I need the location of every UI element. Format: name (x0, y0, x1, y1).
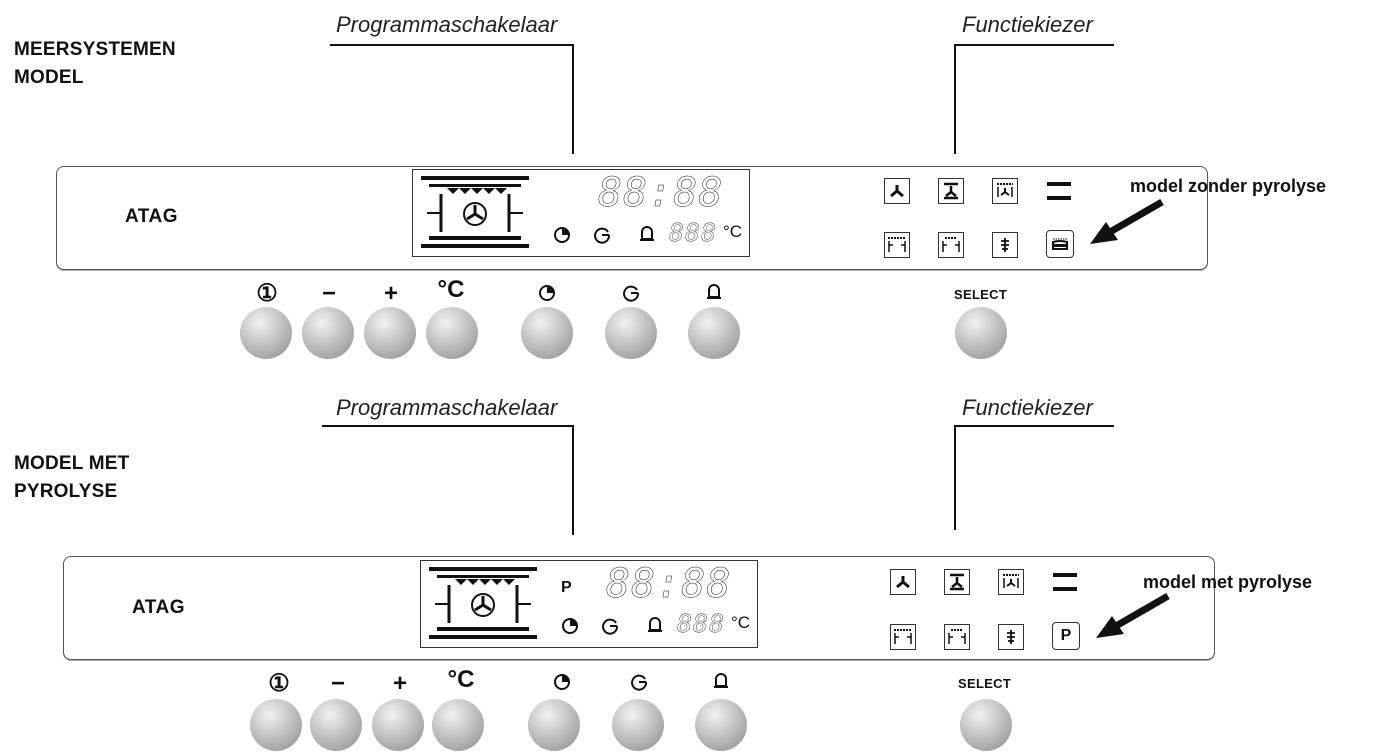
arrow-icon (1096, 592, 1170, 638)
top-heat-icon[interactable] (944, 624, 970, 650)
defrost-icon[interactable] (998, 624, 1024, 650)
grill-icon[interactable] (890, 624, 916, 650)
oven-cavity-icon (421, 176, 529, 248)
lcd-display: 88:88 888 °C (412, 169, 750, 257)
select-button[interactable] (955, 307, 1007, 359)
model-label-line2: MODEL (14, 67, 84, 88)
pyrolyse-p-label: P (1060, 627, 1072, 644)
leader-line-h (322, 425, 574, 427)
timer-icon (554, 227, 570, 243)
leader-line-v (954, 425, 956, 530)
temperature-display: 888 (677, 609, 726, 638)
temperature-unit: °C (731, 613, 751, 632)
temperature-button[interactable] (432, 699, 484, 751)
fan-icon[interactable] (890, 569, 916, 595)
bell-icon (714, 673, 728, 688)
model-label-line1: MODEL MET (14, 453, 130, 474)
power-button[interactable] (250, 699, 302, 751)
top-bottom-heat-icon[interactable] (1052, 569, 1078, 595)
timer-icon (554, 674, 570, 690)
note-with-pyrolyse: model met pyrolyse (1143, 572, 1313, 592)
timer-icon (539, 285, 555, 301)
temperature-display: 888 (669, 218, 718, 247)
function-selector-label: Functiekiezer (962, 12, 1093, 37)
top-heat-icon[interactable] (938, 232, 964, 258)
end-time-icon (623, 285, 640, 302)
plus-symbol: + (392, 670, 407, 697)
power-button[interactable] (240, 307, 292, 359)
plus-button[interactable] (372, 699, 424, 751)
end-time-button[interactable] (612, 699, 664, 751)
leader-line-v (954, 44, 956, 154)
pyrolyse-p-icon[interactable]: P (1052, 622, 1080, 650)
bell-icon (648, 617, 662, 632)
power-symbol: ① (256, 280, 278, 307)
cooking-time-button[interactable] (521, 307, 573, 359)
minus-button[interactable] (302, 307, 354, 359)
grill-fan-icon[interactable] (992, 178, 1018, 204)
defrost-icon[interactable] (992, 232, 1018, 258)
temperature-unit: °C (723, 222, 743, 241)
leader-line-h (954, 44, 1114, 46)
bottom-fan-icon[interactable] (938, 178, 964, 204)
leader-line-h (954, 425, 1114, 427)
power-symbol: ① (268, 670, 290, 697)
celsius-symbol: °C (447, 666, 475, 693)
oven-cavity-icon (429, 567, 537, 639)
select-button[interactable] (960, 699, 1012, 751)
lcd-display: P 88:88 888 °C (420, 560, 758, 648)
model-label-line2: PYROLYSE (14, 481, 118, 502)
select-label: SELECT (958, 676, 1012, 691)
plus-button[interactable] (364, 307, 416, 359)
arrow-icon (1090, 198, 1164, 244)
end-time-button[interactable] (605, 307, 657, 359)
fan-icon[interactable] (884, 178, 910, 204)
leader-line-v (572, 425, 574, 535)
select-label: SELECT (954, 287, 1008, 302)
leader-line-v (572, 44, 574, 154)
grill-fan-icon[interactable] (998, 569, 1024, 595)
bottom-fan-icon[interactable] (944, 569, 970, 595)
cooking-time-button[interactable] (528, 699, 580, 751)
plus-symbol: + (383, 280, 398, 307)
alarm-button[interactable] (695, 699, 747, 751)
end-time-icon (631, 674, 648, 691)
program-switch-label: Programmaschakelaar (336, 12, 558, 37)
alarm-button[interactable] (688, 307, 740, 359)
end-time-icon (602, 618, 619, 635)
note-without-pyrolyse: model zonder pyrolyse (1130, 176, 1327, 196)
top-bottom-heat-icon[interactable] (1046, 178, 1072, 204)
minus-button[interactable] (310, 699, 362, 751)
minus-symbol: − (330, 670, 345, 697)
brand-logo: ATAG (125, 206, 179, 227)
model-label-line1: MEERSYSTEMEN (14, 39, 176, 60)
pyrolyse-off-icon[interactable] (1046, 230, 1074, 258)
end-time-icon (594, 227, 611, 244)
leader-line-h (330, 44, 574, 46)
time-display: 88:88 (598, 170, 724, 217)
brand-logo: ATAG (132, 597, 186, 618)
grill-icon[interactable] (884, 232, 910, 258)
function-selector-label: Functiekiezer (962, 395, 1093, 420)
pyrolyse-indicator: P (561, 579, 572, 596)
minus-symbol: − (321, 280, 336, 307)
bell-icon (707, 284, 721, 299)
celsius-symbol: °C (437, 276, 465, 303)
temperature-button[interactable] (426, 307, 478, 359)
timer-icon (562, 618, 578, 634)
time-display: 88:88 (606, 561, 732, 608)
bell-icon (640, 226, 654, 241)
program-switch-label: Programmaschakelaar (336, 395, 558, 420)
